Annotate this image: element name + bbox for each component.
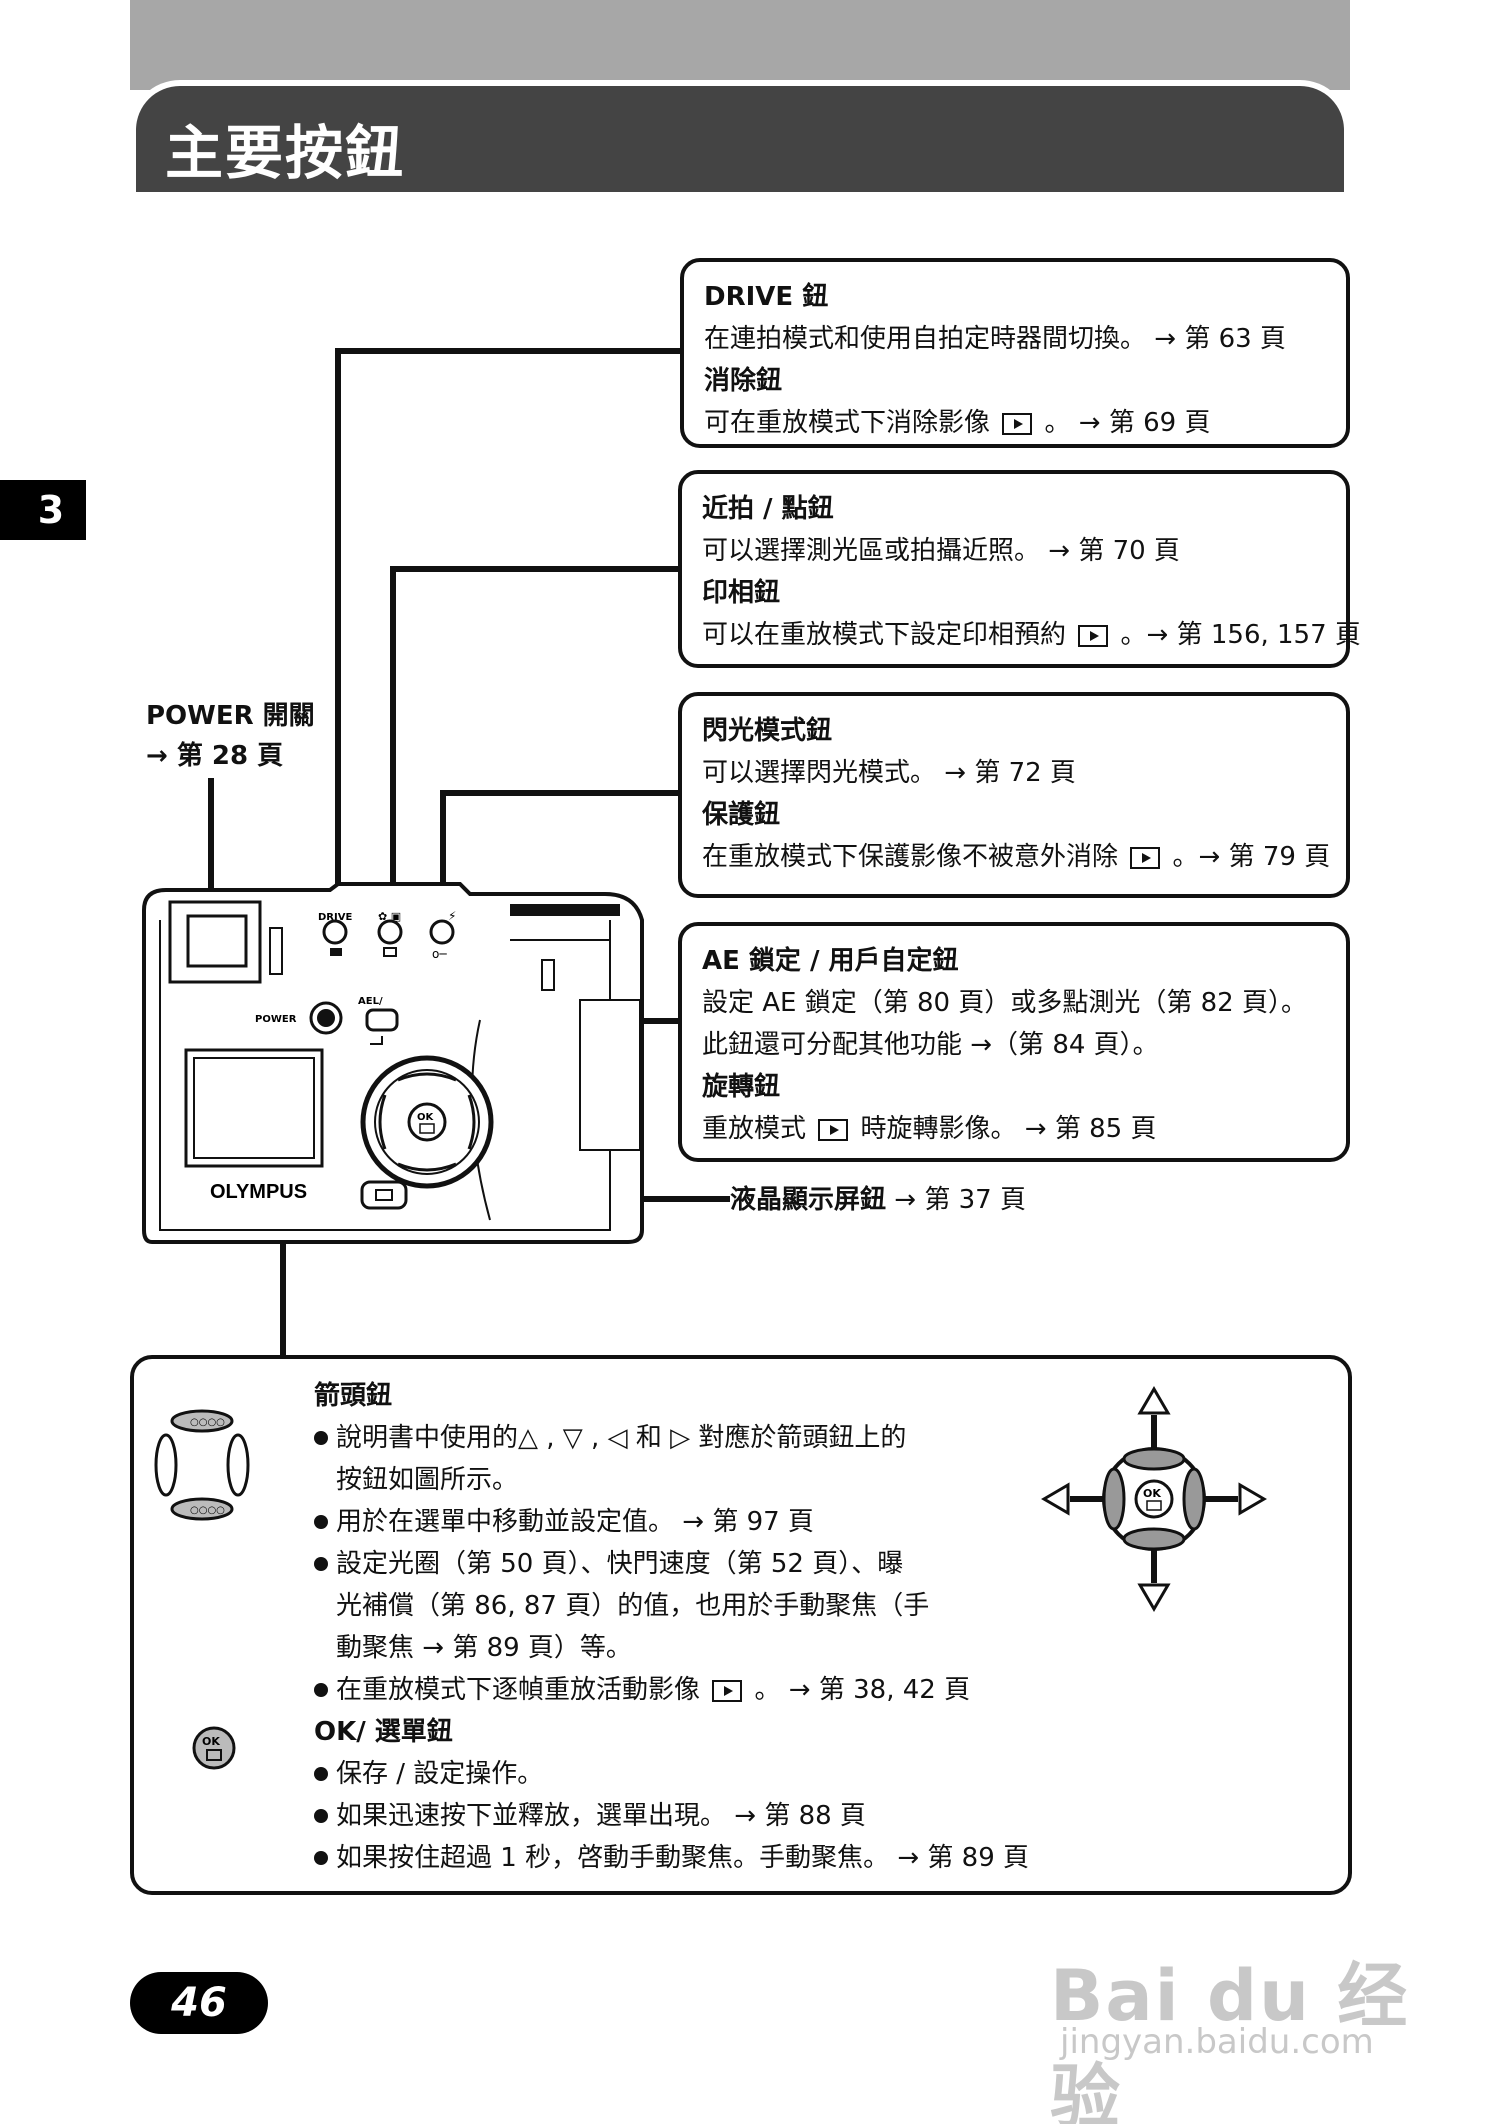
svg-text:POWER: POWER [255, 1014, 297, 1025]
drive-erase-button[interactable]: DRIVE [318, 912, 352, 956]
erase-button-desc: 可在重放模式下消除影像 。 → 第 69 頁 [704, 408, 1211, 438]
svg-text:o─: o─ [432, 947, 447, 961]
left-triangle-icon [1041, 1482, 1070, 1516]
flash-button-title: 閃光模式鈕 [702, 716, 833, 746]
lcd-button[interactable] [360, 1180, 408, 1210]
arrow-pad-b2: 用於在選單中移動並設定值。 → 第 97 頁 [336, 1507, 814, 1537]
arrow-pad-b1b: 按鈕如圖所示。 [336, 1465, 519, 1495]
arrow-pad-title: 箭頭鈕 [314, 1381, 393, 1411]
ok-menu-b2: 如果迅速按下並釋放，選單出現。 → 第 88 頁 [336, 1801, 866, 1831]
erase-button-title: 消除鈕 [704, 366, 783, 396]
bullet [314, 1767, 328, 1781]
print-button-title: 印相鈕 [702, 578, 781, 608]
leader-line-flash-h [440, 790, 680, 796]
flash-button-desc: 可以選擇閃光模式。 → 第 72 頁 [702, 758, 1076, 788]
bullet [314, 1851, 328, 1865]
svg-text:○○○○: ○○○○ [190, 1417, 225, 1428]
right-triangle-icon [1238, 1482, 1267, 1516]
closeup-button-title: 近拍 / 點鈕 [702, 494, 834, 524]
arrow-pad-b1a: 說明書中使用的△ , ▽ , ◁ 和 ▷ 對應於箭頭鈕上的 [336, 1423, 907, 1453]
ael-custom-button[interactable]: AEL/ [358, 996, 399, 1045]
page-number: 46 [130, 1972, 268, 2034]
power-switch[interactable]: POWER [255, 1001, 343, 1035]
callout-closeup: 近拍 / 點鈕 可以選擇測光區或拍攝近照。 → 第 70 頁 印相鈕 可以在重放… [678, 470, 1361, 668]
bullet [314, 1809, 328, 1823]
ael-button-desc-1: 設定 AE 鎖定（第 80 頁）或多點測光（第 82 頁）。 [702, 988, 1307, 1018]
lcd-button-label: 液晶顯示屏鈕 → 第 37 頁 [730, 1185, 1026, 1215]
leader-line-drive-v [335, 348, 341, 918]
protect-button-desc: 在重放模式下保護影像不被意外消除 。→ 第 79 頁 [702, 842, 1331, 872]
svg-text:○○○○: ○○○○ [190, 1505, 225, 1516]
leader-line-drive-h [335, 348, 682, 354]
svg-text:AEL/: AEL/ [358, 996, 383, 1007]
ok-menu-title: OK/ 選單鈕 [314, 1717, 453, 1747]
closeup-print-button[interactable]: ✿ ▣ [377, 910, 403, 957]
viewfinder [168, 900, 283, 984]
arrow-pad-b4: 在重放模式下逐幀重放活動影像 。 → 第 38, 42 頁 [336, 1675, 971, 1705]
header-bar [130, 80, 1350, 192]
leader-line-flash-v [440, 790, 446, 910]
print-button-desc: 可以在重放模式下設定印相預約 。→ 第 156, 157 頁 [702, 620, 1361, 650]
playback-icon [712, 1679, 743, 1702]
arrow-pad-diagram: OK [1041, 1386, 1267, 1612]
ok-menu-b1: 保存 / 設定操作。 [336, 1759, 544, 1789]
playback-icon [1002, 412, 1033, 435]
svg-text:✿ ▣: ✿ ▣ [378, 910, 401, 923]
playback-icon [1130, 846, 1161, 869]
ael-button-desc-2: 此鈕還可分配其他功能 →（第 84 頁）。 [702, 1030, 1159, 1060]
svg-text:OK: OK [202, 1735, 220, 1748]
callout-ael: AE 鎖定 / 用戶自定鈕 設定 AE 鎖定（第 80 頁）或多點測光（第 82… [678, 922, 1350, 1162]
up-triangle-icon [1137, 1386, 1171, 1415]
ael-button-title: AE 鎖定 / 用戶自定鈕 [702, 946, 959, 976]
svg-text:OK: OK [1143, 1487, 1161, 1500]
down-triangle-icon [1137, 1583, 1171, 1612]
camera-back-illustration: DRIVE ✿ ▣ ⚡ o─ POWER AEL/ OK OLYMPUS [142, 882, 644, 1244]
leader-line-closeup-h [390, 566, 680, 572]
callout-drive: DRIVE 鈕 在連拍模式和使用自拍定時器間切換。 → 第 63 頁 消除鈕 可… [680, 258, 1350, 448]
closeup-button-desc: 可以選擇測光區或拍攝近照。 → 第 70 頁 [702, 536, 1180, 566]
ok-menu-icon: OK [192, 1726, 236, 1770]
svg-text:DRIVE: DRIVE [318, 912, 352, 923]
bullet [314, 1557, 328, 1571]
rotate-button-desc: 重放模式 時旋轉影像。 → 第 85 頁 [702, 1114, 1157, 1144]
protect-button-title: 保護鈕 [702, 800, 781, 830]
chapter-tab: 3 [0, 480, 86, 540]
leader-line-closeup-v [390, 566, 396, 906]
arrow-pad-b3c: 動聚焦 → 第 89 頁）等。 [336, 1633, 632, 1663]
header-background [130, 0, 1350, 90]
callout-flash: 閃光模式鈕 可以選擇閃光模式。 → 第 72 頁 保護鈕 在重放模式下保護影像不… [678, 692, 1350, 898]
arrow-pad-b3a: 設定光圈（第 50 頁）、快門速度（第 52 頁）、曝 [336, 1549, 904, 1579]
flash-protect-button[interactable]: ⚡ o─ [429, 909, 456, 961]
playback-icon [1078, 624, 1109, 647]
svg-text:⚡: ⚡ [448, 909, 456, 923]
camera-brand-logo: OLYMPUS [210, 1181, 307, 1203]
arrow-pad-b3b: 光補償（第 86, 87 頁）的值，也用於手動聚焦（手 [336, 1591, 930, 1621]
drive-button-desc: 在連拍模式和使用自拍定時器間切換。 → 第 63 頁 [704, 324, 1286, 354]
arrow-pad[interactable]: OK [360, 1055, 494, 1189]
page-title: 主要按鈕 [165, 119, 406, 187]
arrow-pad-icon: ○○○○ ○○○○ [154, 1409, 250, 1521]
svg-text:OK: OK [417, 1112, 435, 1123]
playback-icon [818, 1118, 849, 1141]
bullet [314, 1683, 328, 1697]
bullet [314, 1515, 328, 1529]
rotate-button-title: 旋轉鈕 [702, 1072, 781, 1102]
baidu-watermark: Bai du 经验 jingyan.baidu.com [1050, 1955, 1410, 2124]
arrow-ok-info-box: ○○○○ ○○○○ 箭頭鈕 說明書中使用的△ , ▽ , ◁ 和 ▷ 對應於箭頭… [130, 1355, 1352, 1895]
drive-button-title: DRIVE 鈕 [704, 282, 829, 312]
bullet [314, 1431, 328, 1445]
grip-texture [510, 904, 620, 916]
power-switch-label: POWER 開關 → 第 28 頁 [146, 701, 315, 771]
ok-menu-b3: 如果按住超過 1 秒，啓動手動聚焦。手動聚焦。 → 第 89 頁 [336, 1843, 1029, 1873]
